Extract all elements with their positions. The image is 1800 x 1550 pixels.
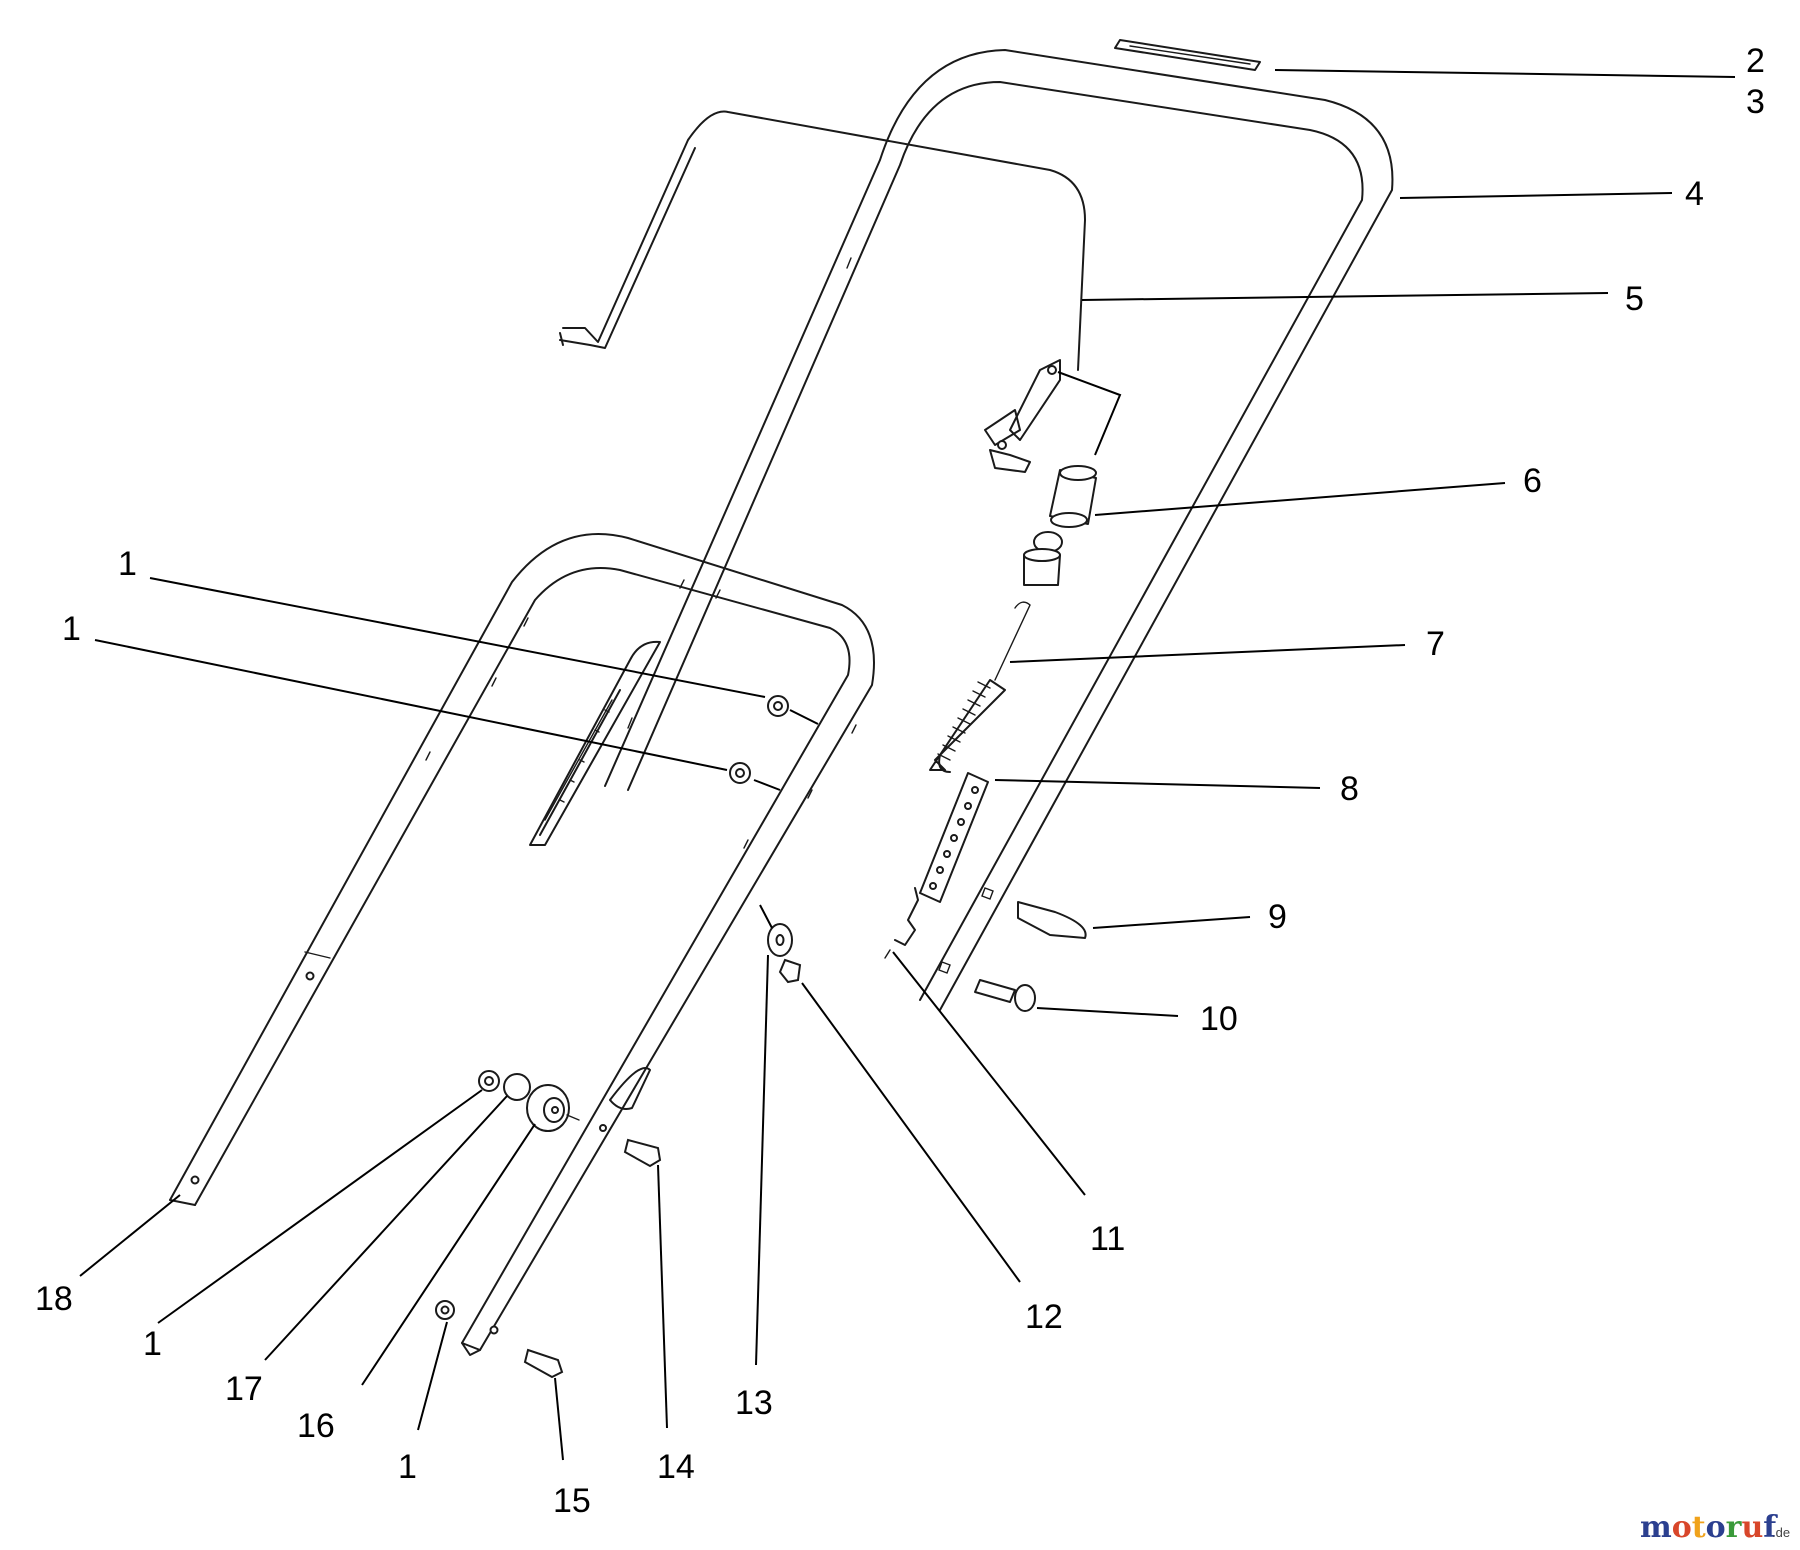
index-plate-part-8	[919, 772, 989, 903]
callout-4: 4	[1685, 175, 1704, 213]
handle-slot	[609, 1067, 651, 1110]
callout-13: 13	[735, 1384, 773, 1422]
nut-part-1-upper-b	[729, 762, 751, 784]
callout-16: 16	[297, 1407, 335, 1445]
callout-10: 10	[1200, 1000, 1238, 1038]
callout-8: 8	[1340, 770, 1359, 808]
motoruf-logo: motoruf .de	[1640, 1510, 1790, 1545]
nut-part-1-lower-a	[478, 1070, 500, 1092]
callout-5: 5	[1625, 280, 1644, 318]
callout-1-upper-b: 1	[62, 610, 81, 648]
bolt-part-12	[778, 958, 802, 984]
callout-18: 18	[35, 1280, 73, 1318]
washer-part-13	[767, 923, 793, 957]
callout-11: 11	[1090, 1220, 1125, 1258]
hairpin-part-11	[884, 887, 919, 959]
spring-part-7	[929, 601, 1031, 773]
rack-rod	[529, 640, 661, 846]
washer-part-17	[503, 1073, 531, 1101]
logo-suffix: .de	[1772, 1525, 1790, 1540]
bolt-part-15	[523, 1348, 564, 1379]
callout-12: 12	[1025, 1298, 1063, 1336]
callout-3: 3	[1746, 83, 1765, 121]
bushing	[1023, 531, 1063, 586]
grip-strip	[1114, 39, 1261, 71]
callout-6: 6	[1523, 462, 1542, 500]
callout-2: 2	[1746, 42, 1765, 80]
callout-9: 9	[1268, 898, 1287, 936]
upper-handle	[604, 49, 1394, 1011]
callout-1-lower-a: 1	[143, 1325, 162, 1363]
callout-labels: 2 3 4 5 6 7 8 9 10 11 12 13 14 15 16 17 …	[35, 42, 1765, 1520]
pin-part-9	[981, 887, 1087, 939]
callout-14: 14	[657, 1448, 695, 1486]
callout-15: 15	[553, 1482, 591, 1520]
control-bail	[559, 110, 1086, 473]
logo-text: motoruf	[1640, 1510, 1778, 1545]
callout-7: 7	[1426, 625, 1445, 663]
roller-part-16	[526, 1084, 570, 1132]
leader-lines	[79, 69, 1736, 1461]
bolt-part-14	[566, 1114, 662, 1168]
callout-17: 17	[225, 1370, 263, 1408]
cap-part-6	[1049, 465, 1097, 528]
nut-part-1-upper-a	[767, 695, 789, 717]
callout-1-lower-b: 1	[398, 1448, 417, 1486]
callout-1-upper-a: 1	[118, 545, 137, 583]
clevis-pin-part-10	[938, 961, 1036, 1012]
lower-handle	[169, 533, 875, 1356]
nut-part-1-lower-b	[435, 1300, 455, 1320]
